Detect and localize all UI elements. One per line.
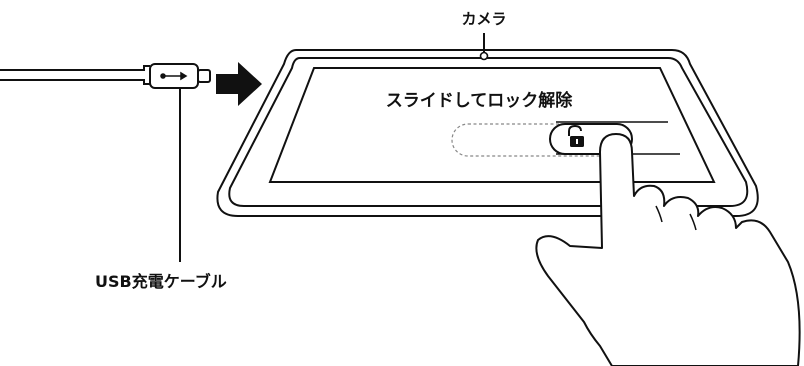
tablet-screen [268, 67, 716, 183]
right-arrow-icon [216, 62, 262, 106]
screen-instruction-label: スライドしてロック解除 [386, 90, 573, 111]
camera-lens [479, 51, 489, 61]
unlocked-padlock-icon [568, 124, 584, 147]
usb-cable-label: USB充電ケーブル [95, 272, 227, 291]
usb-cable [0, 65, 150, 85]
pointing-hand-icon [535, 133, 801, 366]
tablet-inner-bezel [228, 57, 749, 207]
hand-finger-creases [655, 205, 697, 231]
tablet [216, 49, 759, 217]
camera-label: カメラ [461, 10, 506, 28]
tablet-outer-shell [216, 49, 759, 217]
usb-symbol-icon [160, 71, 188, 81]
usb-plug [149, 63, 211, 89]
